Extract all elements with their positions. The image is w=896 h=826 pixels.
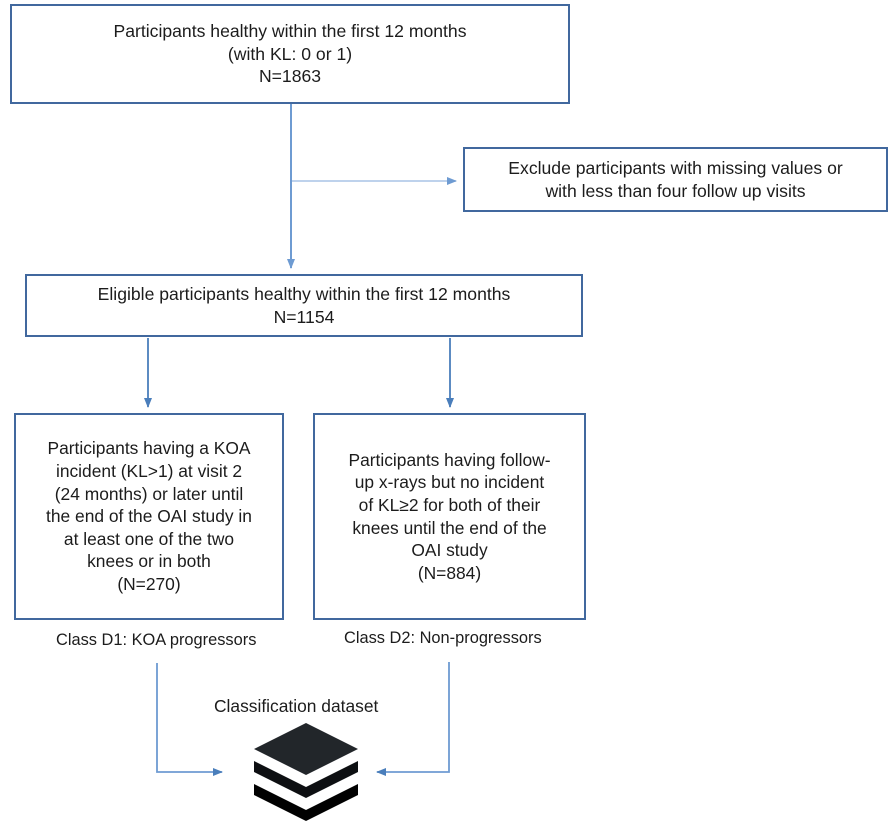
arrow-nonprogressors-to-dataset — [376, 662, 450, 776]
caption-class-d2: Class D2: Non-progressors — [344, 629, 542, 647]
caption-class-d1: Class D1: KOA progressors — [56, 631, 257, 649]
node-koa-progressors[interactable]: Participants having a KOA incident (KL>1… — [14, 413, 284, 620]
arrow-progressors-to-dataset — [156, 663, 223, 776]
node-koa-progressors-label: Participants having a KOA incident (KL>1… — [46, 438, 252, 595]
node-exclusion-criteria[interactable]: Exclude participants with missing values… — [463, 147, 888, 212]
node-non-progressors-label: Participants having follow- up x-rays bu… — [348, 449, 551, 583]
node-non-progressors[interactable]: Participants having follow- up x-rays bu… — [313, 413, 586, 620]
node-eligible-participants-label: Eligible participants healthy within the… — [97, 283, 511, 327]
node-healthy-participants[interactable]: Participants healthy within the first 12… — [10, 4, 570, 104]
layers-stack-icon — [254, 723, 358, 821]
node-healthy-participants-label: Participants healthy within the first 12… — [113, 20, 467, 87]
node-eligible-participants[interactable]: Eligible participants healthy within the… — [25, 274, 583, 337]
caption-classification-dataset: Classification dataset — [214, 696, 379, 716]
node-exclusion-criteria-label: Exclude participants with missing values… — [508, 157, 843, 201]
